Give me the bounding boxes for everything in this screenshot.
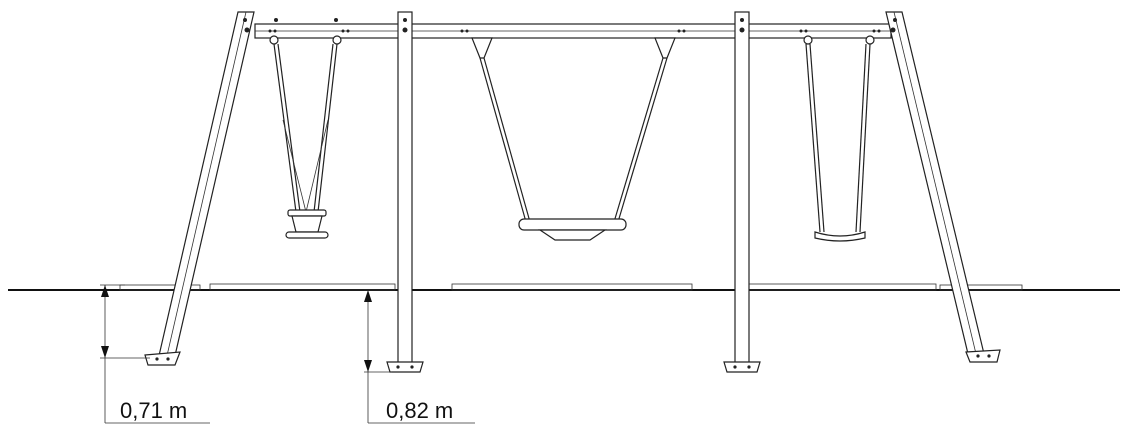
bolt xyxy=(890,27,896,33)
bolt xyxy=(243,18,247,22)
toddler-seat-swing xyxy=(273,43,338,239)
top-beam xyxy=(254,23,892,39)
vertical-post xyxy=(734,11,750,365)
middle-post-right xyxy=(723,11,761,373)
right-leg-edge xyxy=(893,11,978,359)
bolt xyxy=(739,27,745,33)
bolt xyxy=(244,27,250,33)
right-foot-plate xyxy=(965,349,1001,363)
surface-slab-5 xyxy=(939,284,1023,291)
left-foot-plate xyxy=(144,351,181,366)
hanger xyxy=(865,35,875,45)
vertical-post xyxy=(397,11,413,365)
bolt xyxy=(166,357,170,361)
surface-slab-2 xyxy=(209,283,396,291)
belt-seat xyxy=(814,231,866,242)
belt-seat-swing xyxy=(805,43,871,242)
bolt xyxy=(396,365,400,369)
bolt xyxy=(893,18,897,22)
left-frame xyxy=(144,11,255,366)
bolt xyxy=(403,18,407,22)
hanger xyxy=(471,37,493,59)
middle-post-left xyxy=(386,11,424,373)
dimension-left: 0,71 m xyxy=(100,284,210,424)
bolt xyxy=(976,354,980,358)
post-foot-plate xyxy=(386,361,424,373)
flat-seat xyxy=(518,218,627,231)
bolt xyxy=(987,354,991,358)
hanger xyxy=(332,35,342,45)
dimension-label-left: 0,71 m xyxy=(120,398,187,423)
right-frame xyxy=(885,11,1001,363)
surface-slab-3 xyxy=(451,283,693,291)
bolt xyxy=(747,365,751,369)
seat-base xyxy=(285,231,329,239)
post-foot-plate xyxy=(723,361,761,373)
hanger xyxy=(654,37,676,59)
left-leg-edge xyxy=(165,11,247,361)
bolt xyxy=(410,365,414,369)
basket-seat xyxy=(291,215,323,233)
surface-slab-1 xyxy=(119,284,201,291)
bolt xyxy=(733,365,737,369)
bolt xyxy=(740,18,744,22)
bolt xyxy=(402,27,408,33)
dimension-right: 0,82 m xyxy=(364,289,475,424)
flat-seat-swing xyxy=(479,57,668,241)
bolt xyxy=(155,357,159,361)
dimension-label-right: 0,82 m xyxy=(386,398,453,423)
seat-underside xyxy=(538,229,607,241)
hanger xyxy=(803,35,813,45)
seat-bar xyxy=(287,209,327,217)
hangers xyxy=(268,18,881,59)
hanger xyxy=(269,35,279,45)
